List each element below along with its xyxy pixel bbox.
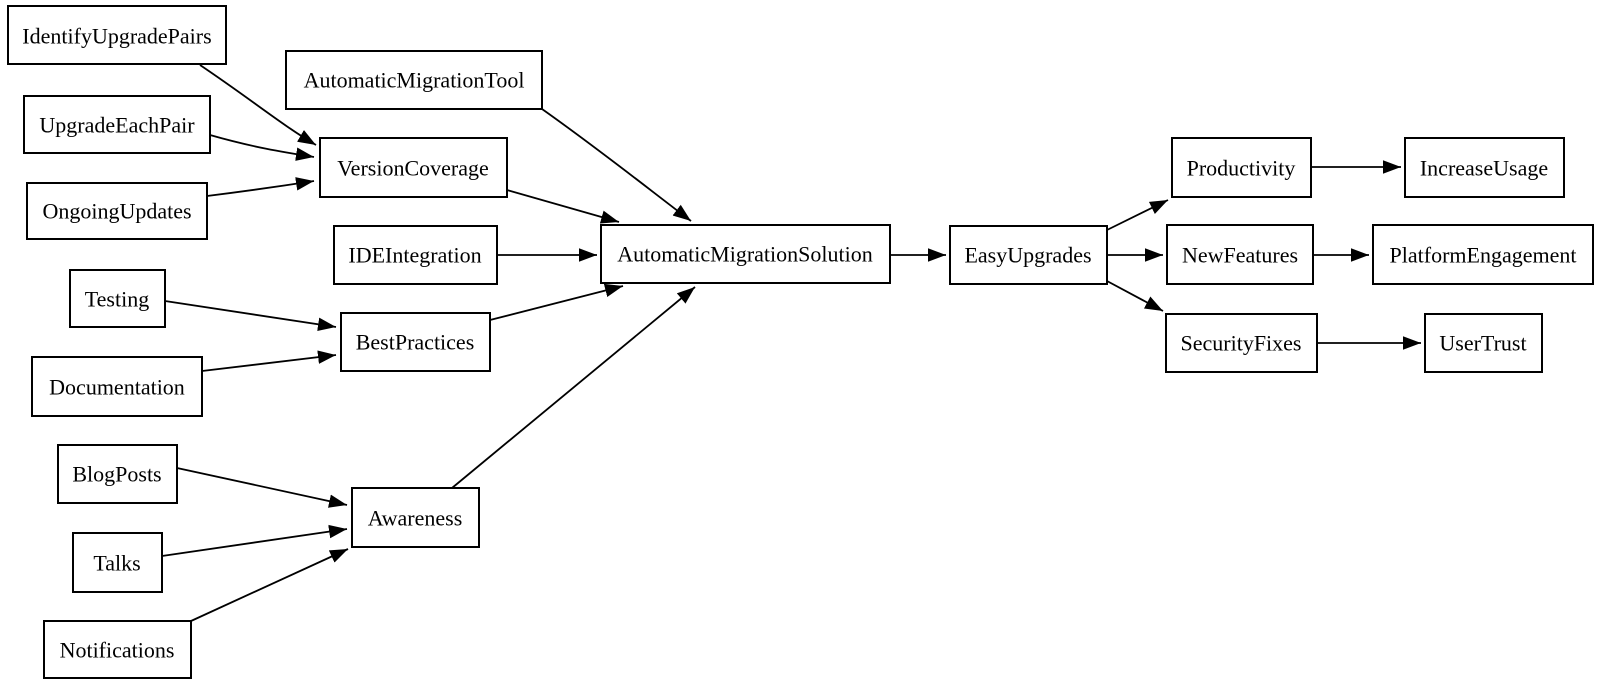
node-ide-integration: IDEIntegration	[333, 225, 498, 285]
node-label: BlogPosts	[72, 462, 161, 487]
edge-EasyUpgrades-SecurityFixes	[1106, 280, 1164, 312]
node-productivity: Productivity	[1171, 137, 1312, 198]
node-label: Testing	[85, 287, 149, 312]
node-best-practices: BestPractices	[340, 312, 491, 372]
node-increase-usage: IncreaseUsage	[1404, 137, 1565, 198]
edge-Talks-Awareness	[161, 524, 348, 557]
node-notifications: Notifications	[43, 620, 192, 679]
node-label: Notifications	[60, 638, 175, 663]
node-label: Awareness	[368, 506, 463, 531]
node-label: Documentation	[49, 375, 185, 400]
edge-Notifications-Awareness	[190, 548, 349, 622]
edge-BlogPosts-Awareness	[176, 467, 348, 508]
node-talks: Talks	[72, 532, 163, 593]
node-platform-engagement: PlatformEngagement	[1372, 224, 1594, 285]
node-label: IDEIntegration	[348, 243, 481, 268]
node-label: IdentifyUpgradePairs	[22, 24, 211, 49]
node-label: NewFeatures	[1182, 243, 1298, 268]
edge-IdentifyUpgradePairs-VersionCoverage	[199, 64, 317, 146]
node-security-fixes: SecurityFixes	[1165, 313, 1318, 373]
node-label: AutomaticMigrationSolution	[617, 242, 872, 267]
edge-AutomaticMigrationTool-AutomaticMigrationSolution	[541, 108, 692, 222]
node-easy-upgrades: EasyUpgrades	[949, 225, 1108, 285]
node-ongoing-updates: OngoingUpdates	[26, 182, 208, 240]
edge-OngoingUpdates-VersionCoverage	[206, 177, 315, 197]
node-label: SecurityFixes	[1181, 331, 1302, 356]
edge-UpgradeEachPair-VersionCoverage	[209, 134, 315, 161]
node-label: Talks	[93, 551, 140, 576]
node-label: VersionCoverage	[337, 156, 489, 181]
node-awareness: Awareness	[351, 487, 480, 548]
node-label: PlatformEngagement	[1390, 243, 1577, 268]
node-label: OngoingUpdates	[42, 199, 191, 224]
node-label: IncreaseUsage	[1420, 156, 1548, 181]
node-label: EasyUpgrades	[964, 243, 1091, 268]
node-version-coverage: VersionCoverage	[319, 137, 508, 198]
edge-Awareness-AutomaticMigrationSolution	[451, 286, 696, 489]
node-blog-posts: BlogPosts	[57, 444, 178, 504]
node-identify-upgrade-pairs: IdentifyUpgradePairs	[7, 5, 227, 65]
node-label: UpgradeEachPair	[39, 113, 195, 138]
edge-VersionCoverage-AutomaticMigrationSolution	[506, 189, 620, 224]
edge-layer	[161, 64, 1421, 622]
node-label: BestPractices	[356, 330, 475, 355]
node-label: Productivity	[1187, 156, 1296, 181]
node-label: UserTrust	[1439, 331, 1526, 356]
node-label: AutomaticMigrationTool	[304, 68, 525, 93]
node-automatic-migration-tool: AutomaticMigrationTool	[285, 50, 543, 110]
node-testing: Testing	[69, 269, 166, 328]
node-upgrade-each-pair: UpgradeEachPair	[23, 95, 211, 154]
node-documentation: Documentation	[31, 356, 203, 417]
node-automatic-migration-solution: AutomaticMigrationSolution	[600, 224, 891, 284]
edge-EasyUpgrades-Productivity	[1106, 199, 1169, 231]
edge-Documentation-BestPractices	[201, 350, 337, 372]
edge-Testing-BestPractices	[164, 300, 337, 331]
node-new-features: NewFeatures	[1166, 224, 1314, 285]
edge-BestPractices-AutomaticMigrationSolution	[489, 283, 624, 321]
node-user-trust: UserTrust	[1424, 313, 1543, 373]
